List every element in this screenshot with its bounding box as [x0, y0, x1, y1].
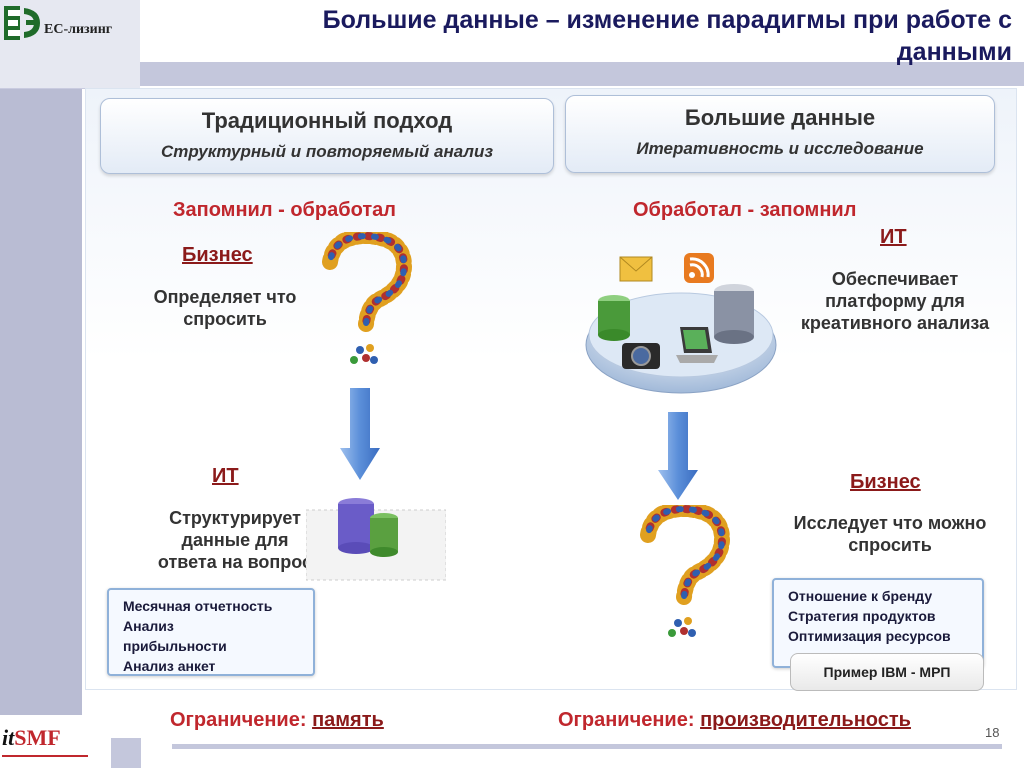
bigdata-it-line-1: Обеспечивает [831, 269, 959, 289]
footer-line [172, 744, 1002, 749]
bigdata-it-line-2: платформу для [825, 291, 965, 311]
traditional-limitation: Ограничение: память [170, 709, 384, 732]
bigdata-heading: Обработал - запомнил [633, 199, 857, 221]
list-item: Отношение к бренду [788, 588, 933, 604]
page-title: Большие данные – изменение парадигмы при… [150, 4, 1012, 68]
header-band [140, 62, 1024, 86]
title-line-1: Большие данные – изменение парадигмы при… [322, 6, 1012, 34]
platform-disc-icon [585, 253, 777, 394]
down-arrow-icon [340, 388, 380, 480]
itsmf-logo-it: it [2, 725, 15, 750]
logo-text: ЕС-лизинг [44, 22, 113, 37]
list-item: Оптимизация ресурсов [788, 628, 951, 644]
limitation-value: производительность [700, 709, 911, 731]
bigdata-limitation: Ограничение: производительность [558, 709, 911, 732]
list-item: Анализ анкет [123, 658, 216, 674]
es-leasing-logo-icon [4, 6, 40, 40]
limitation-value: память [312, 709, 384, 731]
ibm-example-button[interactable]: Пример IBM - МРП [790, 653, 984, 691]
traditional-it-line-2: данные для [181, 530, 289, 550]
traditional-business-text: Определяет что спросить [130, 286, 320, 330]
traditional-examples-box: Месячная отчетность Анализ прибыльности … [107, 588, 315, 676]
traditional-business-line-2: спросить [183, 309, 267, 329]
logo-box: ЕС-лизинг [0, 0, 140, 89]
left-side-strip [0, 0, 82, 715]
footer-square [111, 738, 141, 768]
traditional-title: Традиционный подход [201, 108, 453, 133]
list-item: Месячная отчетность [123, 598, 273, 614]
bigdata-header-panel: Большие данные Итеративность и исследова… [565, 95, 995, 173]
bigdata-it-line-3: креативного анализа [800, 313, 990, 333]
bigdata-title: Большие данные [684, 105, 876, 130]
bigdata-it-label: ИТ [880, 226, 907, 248]
traditional-it-line-3: ответа на вопрос [157, 552, 313, 572]
traditional-subtitle: Структурный и повторяемый анализ [160, 142, 494, 161]
traditional-it-line-1: Структурирует [169, 508, 301, 528]
bigdata-subtitle: Итеративность и исследование [636, 139, 924, 158]
traditional-header-panel: Традиционный подход Структурный и повтор… [100, 98, 554, 174]
itsmf-logo-smf: SMF [14, 725, 61, 750]
people-question-mark-icon [322, 232, 413, 364]
itsmf-logo: itSMF [2, 725, 88, 765]
traditional-heading: Запомнил - обработал [173, 199, 396, 221]
traditional-business-label: Бизнес [182, 244, 253, 266]
title-line-2: данными [896, 38, 1012, 66]
bigdata-business-text: Исследует что можно спросить [772, 512, 1008, 556]
list-item: прибыльности [123, 638, 227, 654]
page-number: 18 [985, 725, 1000, 740]
list-item: Стратегия продуктов [788, 608, 936, 624]
limitation-prefix: Ограничение: [558, 709, 701, 731]
bigdata-business-line-2: спросить [848, 535, 932, 555]
bigdata-business-label: Бизнес [850, 471, 921, 493]
bigdata-it-text: Обеспечивает платформу для креативного а… [782, 268, 1008, 334]
database-icon [306, 498, 446, 581]
traditional-it-text: Структурирует данные для ответа на вопро… [135, 507, 335, 573]
itsmf-logo-underline [2, 755, 88, 757]
people-question-mark-icon [640, 505, 731, 637]
limitation-prefix: Ограничение: [170, 709, 313, 731]
traditional-it-label: ИТ [212, 465, 239, 487]
list-item: Анализ [123, 618, 174, 634]
bigdata-business-line-1: Исследует что можно [793, 513, 987, 533]
traditional-business-line-1: Определяет что [153, 287, 297, 307]
down-arrow-icon [658, 412, 698, 500]
